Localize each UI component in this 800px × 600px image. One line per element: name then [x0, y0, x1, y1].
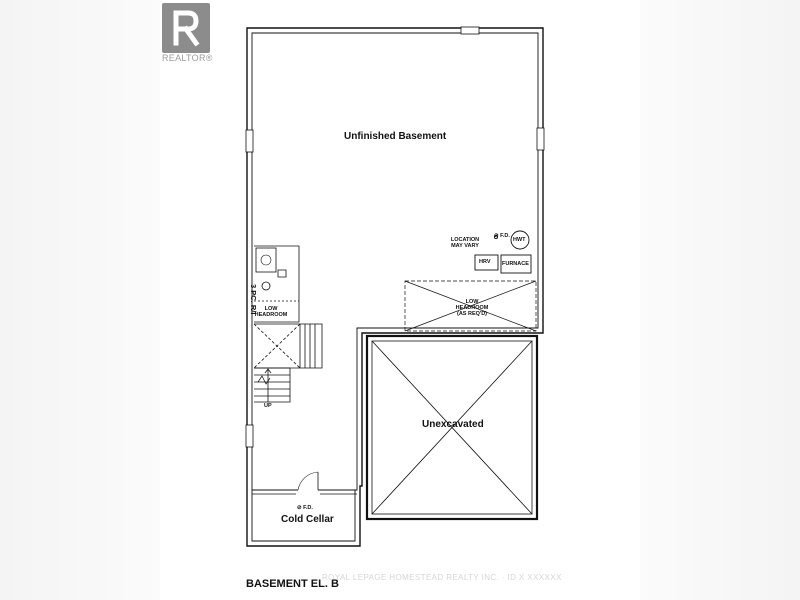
bath-rough-in-label: 3 PC. R/I: [249, 284, 258, 315]
unexcavated-label: Unexcavated: [422, 419, 484, 430]
bathroom-rough-in: [254, 245, 300, 323]
floor-drain-label: ⊘ F.D.: [494, 233, 510, 239]
hrv-label: HRV: [479, 259, 491, 265]
watermark: ROYAL LEPAGE HOMESTEAD REALTY INC. · ID …: [322, 573, 562, 582]
windows: [245, 26, 545, 448]
realtor-logo-text: REALTOR®: [162, 53, 213, 63]
low-headroom-label: LOW HEADROOM (AS REQ'D): [455, 299, 489, 317]
right-backdrop: [640, 0, 800, 600]
cold-cellar-label: Cold Cellar: [281, 514, 334, 525]
low-headroom-left-label: LOW HEADROOM: [254, 306, 288, 318]
cold-cellar-floor-drain-label: ⊘ F.D.: [297, 505, 313, 511]
location-note: LOCATION MAY VARY: [450, 237, 480, 249]
hwt-label: HWT: [513, 237, 526, 243]
staircase: [253, 323, 323, 403]
furnace-label: FURNACE: [502, 261, 529, 267]
stair-up-label: UP: [264, 403, 272, 409]
unfinished-basement-label: Unfinished Basement: [344, 131, 447, 142]
exterior-walls: [246, 27, 544, 547]
realtor-logo-icon: [162, 3, 210, 53]
mechanical-equipment: [474, 230, 532, 274]
unexcavated-area: [365, 334, 539, 521]
cold-cellar-walls: [252, 471, 357, 495]
plan-title: BASEMENT EL. B: [246, 578, 339, 590]
left-backdrop: [0, 0, 160, 600]
low-headroom-zone: [404, 280, 537, 332]
